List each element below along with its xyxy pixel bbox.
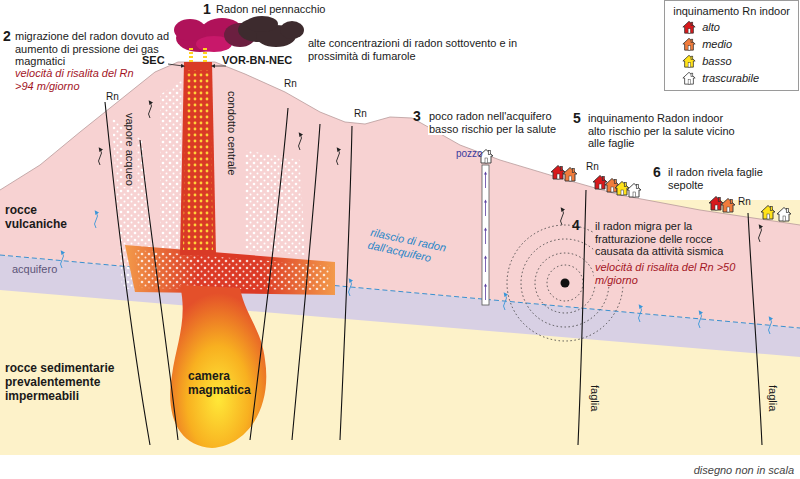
legend-text: trascurabile — [702, 72, 759, 84]
callout-number: 5 — [573, 110, 581, 126]
legend-row: trascurabile — [673, 71, 790, 85]
scale-note: disegno non in scala — [694, 464, 794, 477]
legend-text: alto — [702, 21, 720, 33]
speed-note: velocità di risalita del Rn >50 m/giorno — [594, 261, 746, 286]
vent-label: SEC — [142, 54, 165, 67]
callout-number: 2 — [3, 28, 11, 44]
note-text: poco radon nell'acquifero basso rischio … — [428, 110, 580, 135]
region-label: vapore acqueo — [123, 112, 136, 187]
legend-row: medio — [673, 37, 790, 51]
region-label: acquifero — [12, 263, 57, 276]
radon-symbol: Rn — [738, 196, 751, 208]
radon-symbol: Rn — [354, 108, 367, 120]
note-text: Radon nel pennacchio — [216, 3, 325, 16]
house-swatch — [681, 20, 697, 34]
speed-note: velocità di risalita del Rn >94 m/giorno — [15, 67, 155, 92]
well-label: pozzo — [456, 148, 483, 160]
note-text: il radon migra per la fratturazione dell… — [594, 220, 741, 258]
region-label: camera magmatica — [188, 370, 264, 398]
legend-row: basso — [673, 54, 790, 68]
legend-text: medio — [702, 38, 732, 50]
radon-symbol: Rn — [284, 78, 297, 90]
legend-title: inquinamento Rn indoor — [673, 5, 790, 17]
radon-symbol: Rn — [586, 161, 599, 173]
legend-box: inquinamento Rn indoor alto medio basso tras… — [664, 0, 799, 91]
legend-text: basso — [702, 55, 731, 67]
region-label: condotto centrale — [225, 90, 238, 176]
callout-number: 3 — [413, 108, 421, 124]
house-swatch — [681, 54, 697, 68]
note-text: inquinamento Radon indoor alto rischio p… — [588, 112, 738, 150]
callout-number: 1 — [203, 1, 211, 17]
region-label: rocce sedimentarie prevalentemente imper… — [5, 362, 135, 403]
house-swatch — [681, 37, 697, 51]
callout-number: 6 — [653, 164, 661, 180]
region-label: rocce vulcaniche — [5, 204, 85, 232]
legend-row: alto — [673, 20, 790, 34]
note-text: alte concentrazioni di radon sottovento … — [308, 37, 543, 62]
fault-label: faglia — [766, 385, 779, 411]
house-swatch — [681, 71, 697, 85]
vent-label: VOR-BN-NEC — [222, 54, 292, 67]
note-text: il radon rivela faglie sepolte — [668, 166, 780, 191]
radon-symbol: Rn — [106, 91, 119, 103]
fault-label: faglia — [588, 385, 601, 411]
callout-number: 4 — [572, 217, 580, 233]
